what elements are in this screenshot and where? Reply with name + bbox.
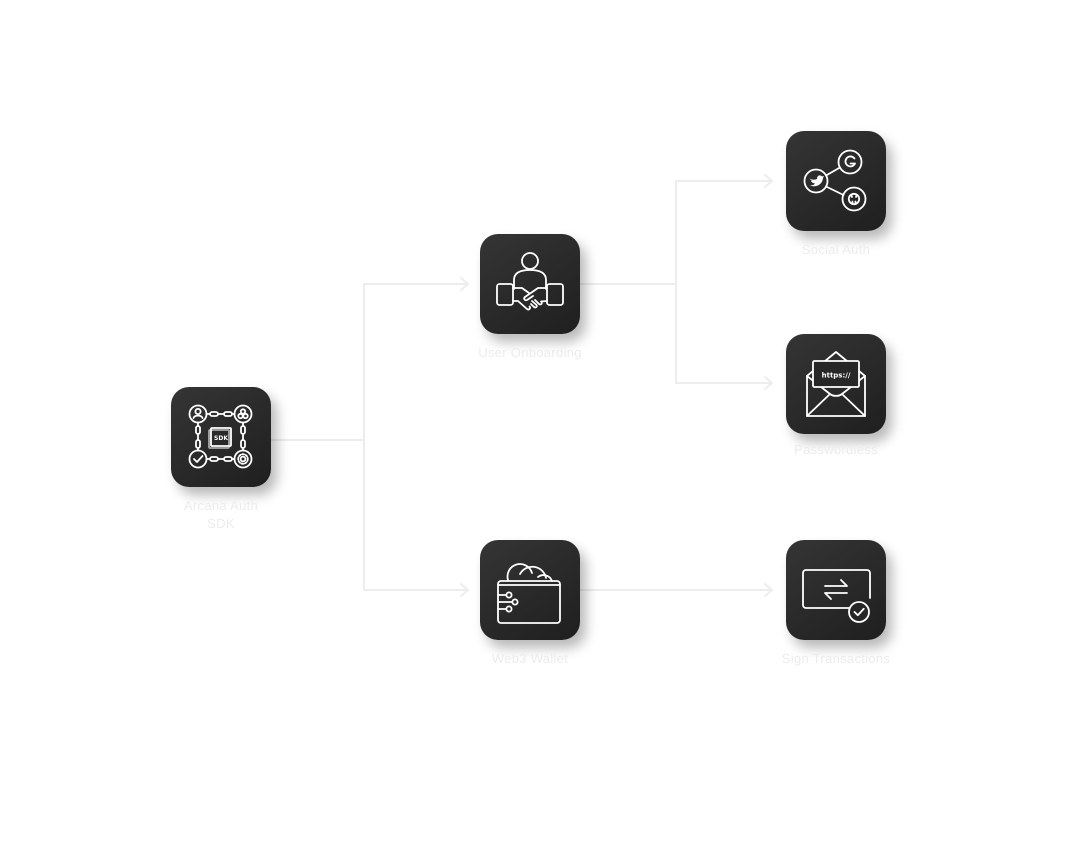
wallet-icon [497, 563, 561, 624]
arrowhead-wallet [460, 583, 469, 597]
node-label-user-onboarding: User Onboarding [478, 345, 582, 360]
connector-arcana-to-wallet [363, 439, 468, 591]
sdk-badge-text: SDK [214, 435, 228, 442]
transaction-sign-icon [802, 569, 871, 623]
label-line-1: Arcana Auth [183, 498, 259, 513]
handshake-user-icon [496, 252, 564, 311]
social-share-icon [803, 149, 867, 212]
sdk-network-icon: SDK [188, 404, 253, 469]
arrowhead-sign [764, 583, 773, 597]
arrowhead-onboarding [460, 277, 469, 291]
node-social-auth [786, 131, 886, 231]
node-sign-transactions [786, 540, 886, 640]
node-label-arcana-auth-sdk: Arcana Auth SDK [131, 497, 311, 533]
connector-onboarding-to-social [675, 180, 773, 285]
node-label-social-auth: Social Auth [801, 242, 871, 257]
https-badge-text: https:// [822, 372, 851, 380]
node-label-passwordless: Passwordless [794, 442, 878, 457]
node-passwordless: https:// [786, 334, 886, 434]
email-link-icon: https:// [806, 351, 866, 417]
label-line-2: SDK [207, 516, 235, 531]
node-arcana-auth-sdk: SDK [171, 387, 271, 487]
node-web3-wallet [480, 540, 580, 640]
node-label-web3-wallet: Web3 Wallet [491, 651, 569, 666]
arrowhead-social [764, 174, 773, 188]
connector-arcana-to-onboarding [363, 283, 468, 441]
connector-onboarding-to-passwordless [675, 283, 773, 384]
node-user-onboarding [480, 234, 580, 334]
node-label-sign-transactions: Sign Transactions [781, 651, 891, 666]
arrowhead-passwordless [764, 376, 773, 390]
